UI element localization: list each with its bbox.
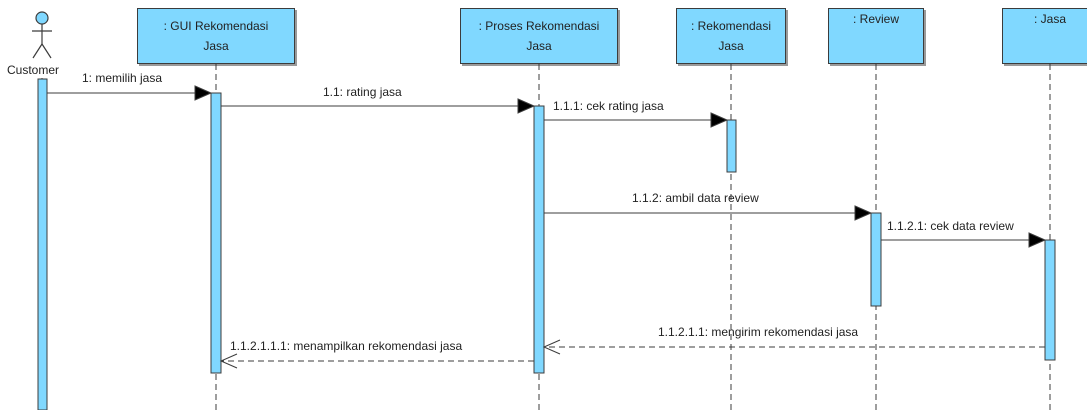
message-label: 1.1: rating jasa [323, 85, 402, 99]
activation-bar-gui [210, 92, 222, 374]
activation-bar-customer [37, 78, 48, 410]
activation-bar-review [870, 212, 882, 307]
message-arrowhead-1-1 [517, 98, 536, 114]
activation-bar-jasa [1044, 239, 1056, 361]
lifeline-review: : Review [828, 8, 924, 64]
message-arrowhead-1-1-1 [710, 112, 729, 128]
lifeline-label: : Jasa [1033, 12, 1066, 26]
lifeline-gui-rekomendasi-jasa: : GUI Rekomendasi Jasa [137, 8, 295, 64]
message-label: 1.1.2: ambil data review [632, 191, 759, 205]
actor-name: Customer [7, 63, 60, 77]
activation-bar-rekomendasi [726, 119, 737, 173]
message-arrowhead-1-1-2 [854, 205, 873, 221]
message-label: 1.1.2.1.1.1: menampilkan rekomendasi jas… [230, 339, 462, 353]
lifeline-label: : GUI Rekomendasi Jasa [163, 19, 269, 53]
lifeline-jasa: : Jasa [1002, 8, 1087, 64]
lifeline-label: : Proses Rekomendasi Jasa [478, 19, 600, 53]
lifeline-label: : Review [852, 12, 899, 26]
activation-bar-proses [533, 105, 545, 374]
return-arrowhead-1-1-2-1-1-1 [219, 353, 238, 369]
message-arrowhead-1 [194, 85, 213, 101]
message-label: 1.1.1: cek rating jasa [553, 99, 664, 113]
lifeline-rekomendasi-jasa: : Rekomendasi Jasa [676, 8, 786, 64]
lifeline-label: : Rekomendasi Jasa [690, 19, 772, 53]
return-arrowhead-1-1-2-1-1 [542, 339, 561, 355]
message-arrowhead-1-1-2-1 [1028, 232, 1047, 248]
lifeline-proses-rekomendasi-jasa: : Proses Rekomendasi Jasa [460, 8, 618, 64]
message-label: 1.1.2.1: cek data review [887, 219, 1014, 233]
message-label: 1: memilih jasa [82, 71, 162, 85]
actor-stick-figure-icon [32, 11, 52, 59]
message-label: 1.1.2.1.1: mengirim rekomendasi jasa [658, 325, 858, 339]
